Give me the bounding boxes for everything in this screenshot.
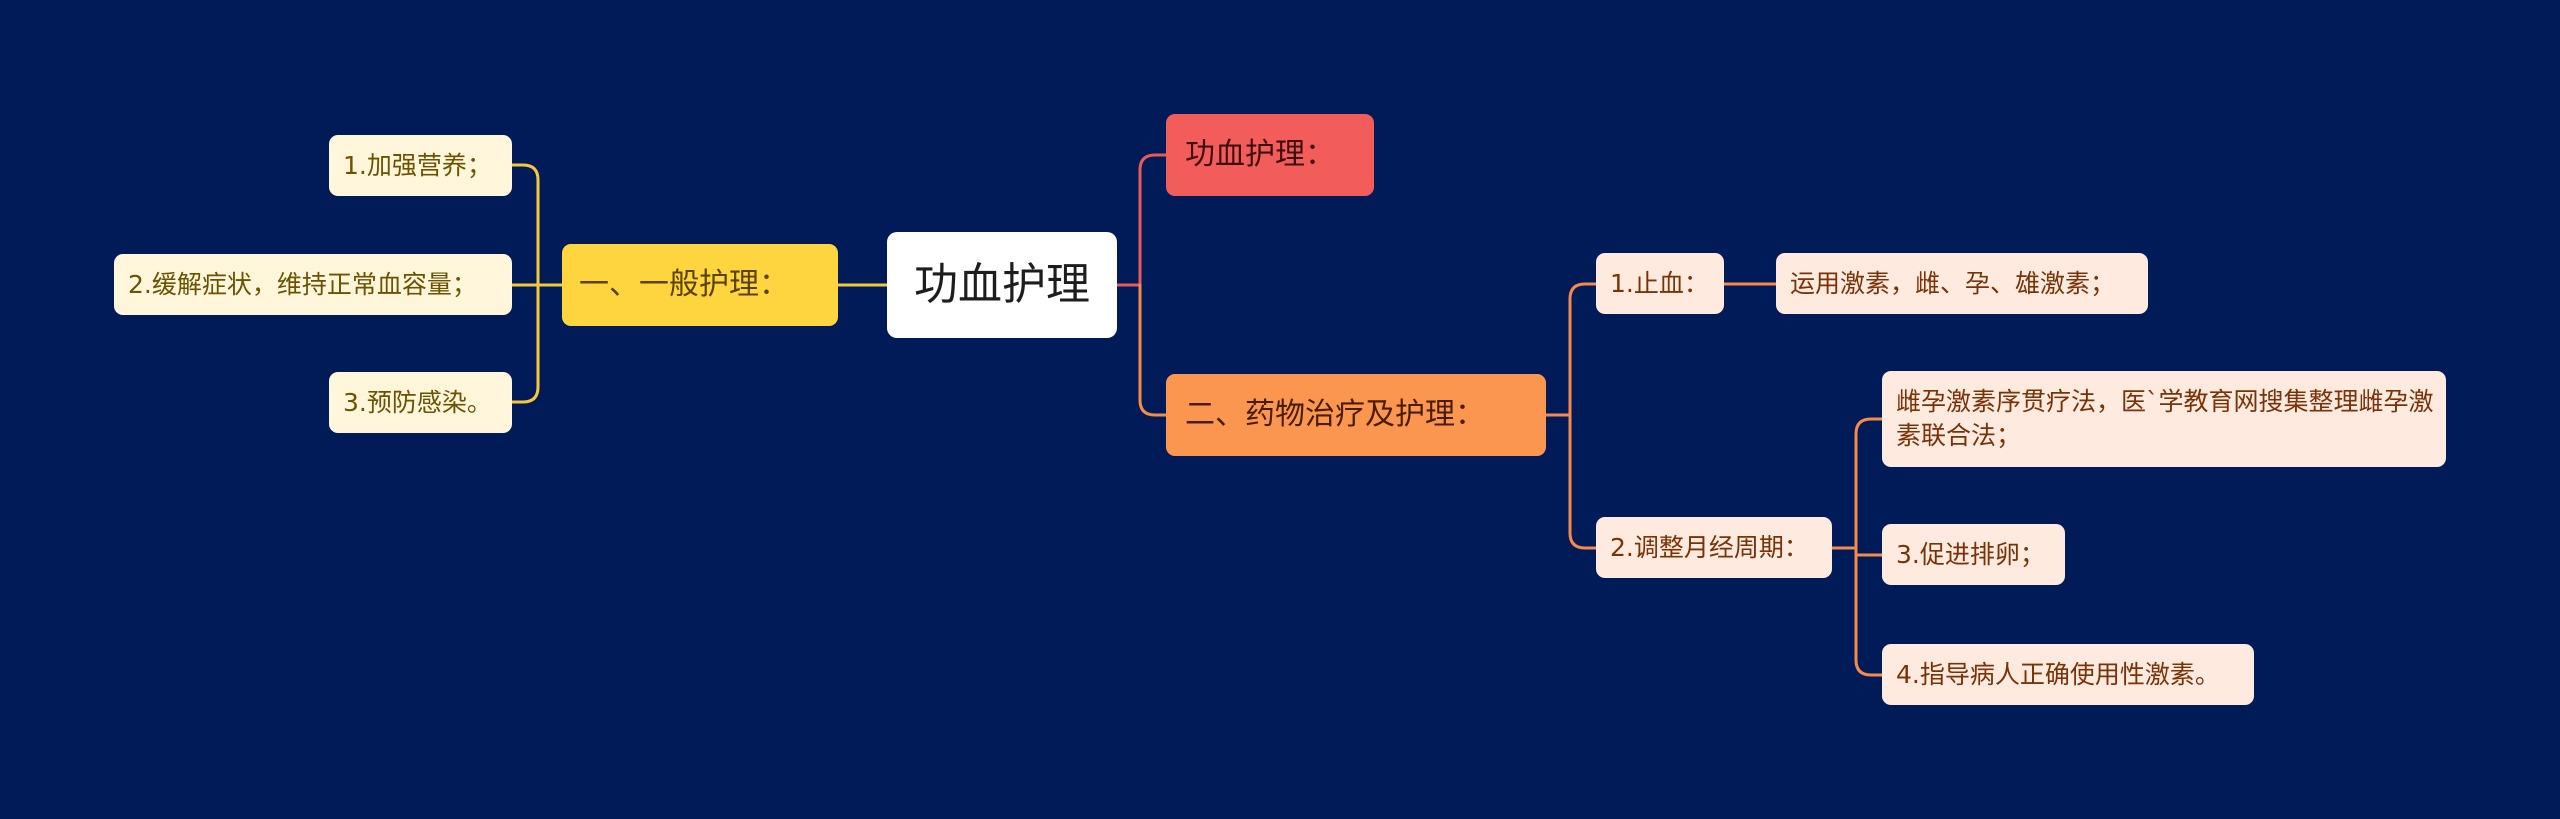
general-item-2[interactable]: 2.缓解症状，维持正常血容量； xyxy=(114,254,512,315)
edge-general-item-1 xyxy=(510,163,564,287)
cycle-item-1[interactable]: 雌孕激素序贯疗法，医`学教育网搜集整理雌孕激素联合法； xyxy=(1882,371,2446,467)
edge-cycle-item-3 xyxy=(1854,546,1884,677)
branch-drug-treatment[interactable]: 二、药物治疗及护理： xyxy=(1166,374,1546,456)
edge-drug-cycle xyxy=(1568,413,1598,550)
cycle-item-2[interactable]: 3.促进排卵； xyxy=(1882,524,2065,585)
branch-general-care[interactable]: 一、一般护理： xyxy=(562,244,838,326)
edge-general-item-3 xyxy=(510,283,540,404)
drug-cycle-adjust[interactable]: 2.调整月经周期： xyxy=(1596,517,1832,578)
drug-hemostasis[interactable]: 1.止血： xyxy=(1596,253,1724,314)
edge-cycle-item-2 xyxy=(1854,546,1884,557)
general-item-1[interactable]: 1.加强营养； xyxy=(329,135,512,196)
edge-cycle-item-1 xyxy=(1830,417,1884,550)
edge-drug-hemostasis xyxy=(1544,282,1598,417)
edge-root-note xyxy=(1115,153,1168,287)
general-item-3[interactable]: 3.预防感染。 xyxy=(329,372,512,433)
hemostasis-detail[interactable]: 运用激素，雌、孕、雄激素； xyxy=(1776,253,2148,314)
root-topic[interactable]: 功血护理 xyxy=(887,232,1117,338)
edge-root-drug xyxy=(1138,283,1168,417)
branch-note[interactable]: 功血护理： xyxy=(1166,114,1374,196)
cycle-item-3[interactable]: 4.指导病人正确使用性激素。 xyxy=(1882,644,2254,705)
